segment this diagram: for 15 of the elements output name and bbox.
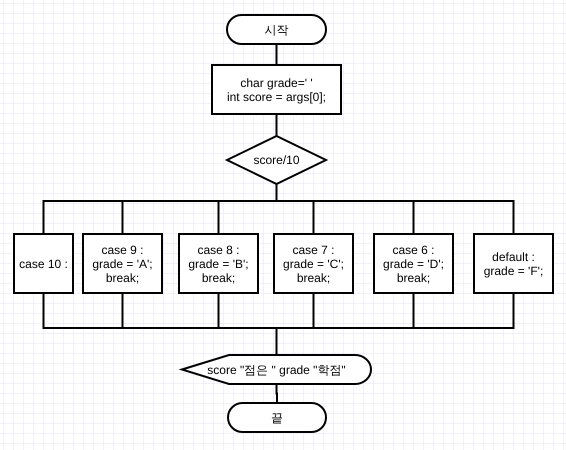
- decision-diamond: score/10: [226, 135, 327, 185]
- connector-line: [276, 44, 278, 65]
- process-box: case 9 : grade = 'A'; break;: [82, 233, 163, 294]
- connector-line: [276, 293, 514, 355]
- process-box: case 8 : grade = 'B'; break;: [178, 233, 259, 294]
- process-box: case 10 :: [13, 233, 74, 294]
- connector-line: [276, 184, 514, 234]
- process-box: case 6 : grade = 'D'; break;: [373, 233, 454, 294]
- process-box: case 7 : grade = 'C'; break;: [273, 233, 354, 294]
- connector-line: [276, 114, 278, 136]
- process-box: default : grade = 'F';: [473, 233, 554, 294]
- connector-line: [276, 384, 278, 403]
- terminal-box: 끝: [227, 402, 327, 433]
- terminal-box: 시작: [226, 14, 327, 45]
- process-box: char grade=' ' int score = args[0];: [211, 64, 342, 115]
